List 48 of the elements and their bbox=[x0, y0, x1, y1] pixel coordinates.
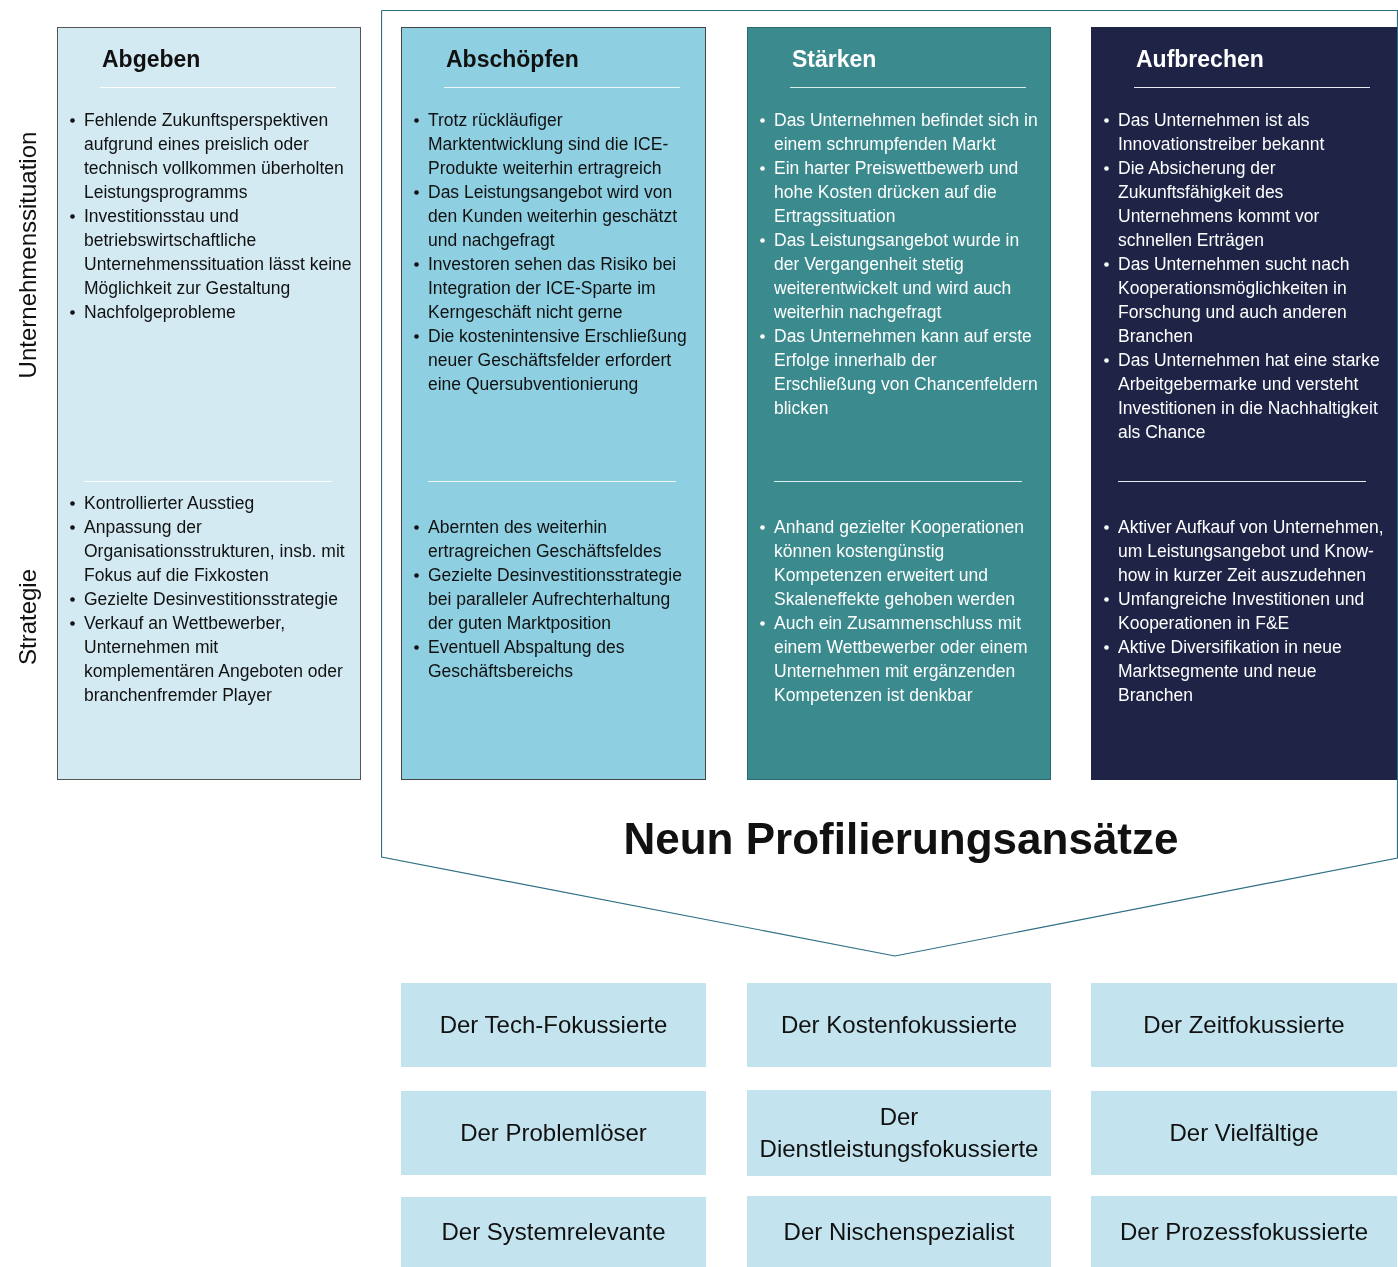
column-heading: Abgeben bbox=[102, 46, 201, 73]
profile-box: Der Prozessfokussierte bbox=[1091, 1196, 1397, 1267]
row-label: Strategie bbox=[14, 568, 43, 666]
bullet-text: Verkauf an Wettbewerber, Unternehmen mit komplementären Angeboten oder branchenfremder Player bbox=[84, 613, 343, 705]
bullet-text: Das Unternehmen kann auf erste Erfolge innerhalb der Erschließung von Chancenfeldern blicken bbox=[774, 326, 1038, 418]
bullet-text: Aktiver Aufkauf von Unternehmen, um Leistungsangebot und Know-how in kurzer Zeit auszudehnen bbox=[1118, 517, 1384, 585]
profile-box: Der Tech-Fokussierte bbox=[401, 983, 706, 1067]
bullet-text: Die Absicherung der Zukunftsfähigkeit des Unternehmens kommt vor schnellen Erträgen bbox=[1118, 158, 1320, 250]
bullet-text: Investoren sehen das Risiko bei Integration der ICE-Sparte im Kerngeschäft nicht gerne bbox=[428, 254, 677, 322]
bullet-text: Gezielte Desinvestitionsstrategie bbox=[84, 589, 338, 609]
bullet-text: Nachfolgeprobleme bbox=[84, 302, 236, 322]
bullet-text: Abernten des weiterhin ertragreichen Geschäftsfeldes bbox=[428, 517, 662, 561]
bullet-text: Investitionsstau und betriebswirtschaftliche Unternehmenssituation lässt keine Möglichkeit zur Gestaltung bbox=[84, 206, 352, 298]
bullet-text: Aktive Diversifikation in neue Marktsegmente und neue Branchen bbox=[1118, 637, 1342, 705]
bullet-text: Auch ein Zusammenschluss mit einem Wettbewerber oder einem Unternehmen mit ergänzenden Kompetenzen ist denkbar bbox=[774, 613, 1028, 705]
bullet-text: Anhand gezielter Kooperationen können kostengünstig Kompetenzen erweitert und Skaleneffekte gehoben werden bbox=[774, 517, 1025, 609]
column-heading: Aufbrechen bbox=[1136, 46, 1264, 73]
bullet-text: Das Unternehmen sucht nach Kooperationsmöglichkeiten in Forschung und auch anderen Branchen bbox=[1118, 254, 1350, 346]
column-heading: Stärken bbox=[792, 46, 877, 73]
bullet-text: Umfangreiche Investitionen und Kooperationen in F&E bbox=[1118, 589, 1365, 633]
profile-box: Der Problemlöser bbox=[401, 1091, 706, 1175]
chevron-frame bbox=[381, 10, 1398, 957]
profile-box: Der Systemrelevante bbox=[401, 1197, 706, 1267]
bullet-text: Gezielte Desinvestitionsstrategie bei paralleler Aufrechterhaltung der guten Marktposition bbox=[428, 565, 682, 633]
bullet-text: Das Leistungsangebot wurde in der Vergangenheit stetig weiterentwickelt und wird auch weiterhin nachgefragt bbox=[774, 230, 1020, 322]
bullet-text: Das Leistungsangebot wird von den Kunden weiterhin geschätzt und nachgefragt bbox=[428, 182, 678, 250]
bullet-text: Das Unternehmen hat eine starke Arbeitgebermarke und versteht Investitionen in die Nachhaltigkeit als Chance bbox=[1118, 350, 1380, 442]
section-title: Neun Profilierungsansätze bbox=[622, 814, 1180, 864]
profile-box: Der Dienstleistungsfokussierte bbox=[747, 1090, 1051, 1176]
profile-box: Der Zeitfokussierte bbox=[1091, 983, 1397, 1067]
bullet-text: Eventuell Abspaltung des Geschäftsbereichs bbox=[428, 637, 625, 681]
bullet-text: Kontrollierter Ausstieg bbox=[84, 493, 255, 513]
bullet-text: Trotz rückläufiger Marktentwicklung sind die ICE-Produkte weiterhin ertragreich bbox=[428, 110, 669, 178]
column-panel bbox=[57, 27, 361, 780]
bullet-text: Das Unternehmen befindet sich in einem schrumpfenden Markt bbox=[774, 110, 1038, 154]
profile-box: Der Vielfältige bbox=[1091, 1091, 1397, 1175]
profile-box: Der Nischenspezialist bbox=[747, 1196, 1051, 1267]
bullet-text: Anpassung der Organisationsstrukturen, insb. mit Fokus auf die Fixkosten bbox=[84, 517, 345, 585]
column-panel bbox=[747, 27, 1051, 780]
bullet-text: Ein harter Preiswettbewerb und hohe Kosten drücken auf die Ertragssituation bbox=[774, 158, 1019, 226]
column-heading: Abschöpfen bbox=[446, 46, 579, 73]
profile-box: Der Kostenfokussierte bbox=[747, 983, 1051, 1067]
row-label: Unternehmenssituation bbox=[13, 131, 42, 379]
bullet-text: Die kostenintensive Erschließung neuer Geschäftsfelder erfordert eine Quersubventionierung bbox=[428, 326, 687, 394]
bullet-text: Fehlende Zukunftsperspektiven aufgrund eines preislich oder technisch vollkommen überholten Leistungsprogramms bbox=[84, 110, 344, 202]
column-panel bbox=[401, 27, 706, 780]
bullet-text: Das Unternehmen ist als Innovationstreiber bekannt bbox=[1118, 110, 1325, 154]
column-panel bbox=[1091, 27, 1397, 780]
